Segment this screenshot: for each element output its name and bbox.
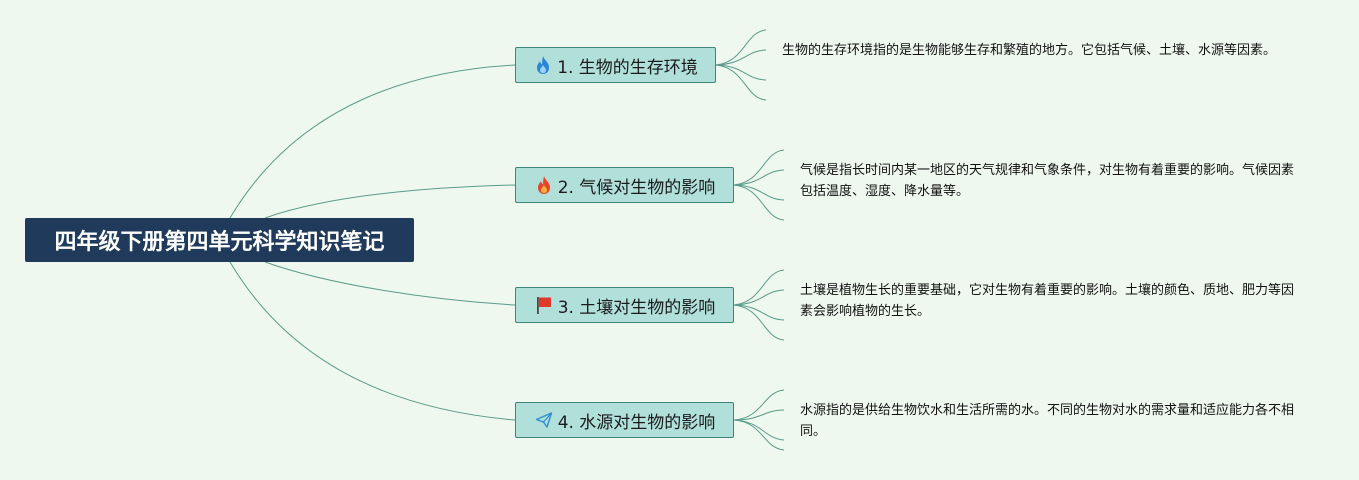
connector-root-topic-1 (229, 64, 516, 219)
connector-root-topic-4 (229, 261, 516, 421)
connector-root-topic-3 (264, 261, 516, 306)
topic-1-note: 生物的生存环境指的是生物能够生存和繁殖的地方。它包括气候、土壤、水源等因素。 (782, 43, 1277, 58)
paper-plane-icon (534, 410, 554, 430)
topic-3-label: 3. 土壤对生物的影响 (557, 297, 716, 318)
connector-root-topic-2 (264, 184, 516, 219)
red-flame-icon (534, 175, 554, 195)
fan-topic-2 (733, 149, 785, 221)
fan-topic-4 (733, 389, 785, 451)
topic-2-note: 气候是指长时间内某一地区的天气规律和气象条件，对生物有着重要的影响。气候因素包括… (800, 163, 1295, 199)
topic-3[interactable]: 3. 土壤对生物的影响 (515, 287, 734, 323)
root-topic-label: 四年级下册第四单元科学知识笔记 (54, 230, 385, 255)
topic-4[interactable]: 4. 水源对生物的影响 (515, 402, 734, 438)
topic-3-note: 土壤是植物生长的重要基础，它对生物有着重要的影响。土壤的颜色、质地、肥力等因素会… (800, 283, 1295, 319)
fan-topic-3 (733, 269, 785, 341)
blue-flame-icon (533, 55, 553, 75)
topic-2-label: 2. 气候对生物的影响 (557, 177, 716, 198)
red-flag-icon (534, 295, 554, 315)
topic-1-label: 1. 生物的生存环境 (557, 57, 698, 78)
root-topic[interactable]: 四年级下册第四单元科学知识笔记 (25, 218, 414, 262)
fan-topic-1 (715, 29, 767, 101)
topic-2[interactable]: 2. 气候对生物的影响 (515, 167, 734, 203)
topic-4-note: 水源指的是供给生物饮水和生活所需的水。不同的生物对水的需求量和适应能力各不相同。 (800, 403, 1295, 439)
topic-1[interactable]: 1. 生物的生存环境 (515, 47, 716, 83)
topic-4-label: 4. 水源对生物的影响 (557, 412, 716, 433)
